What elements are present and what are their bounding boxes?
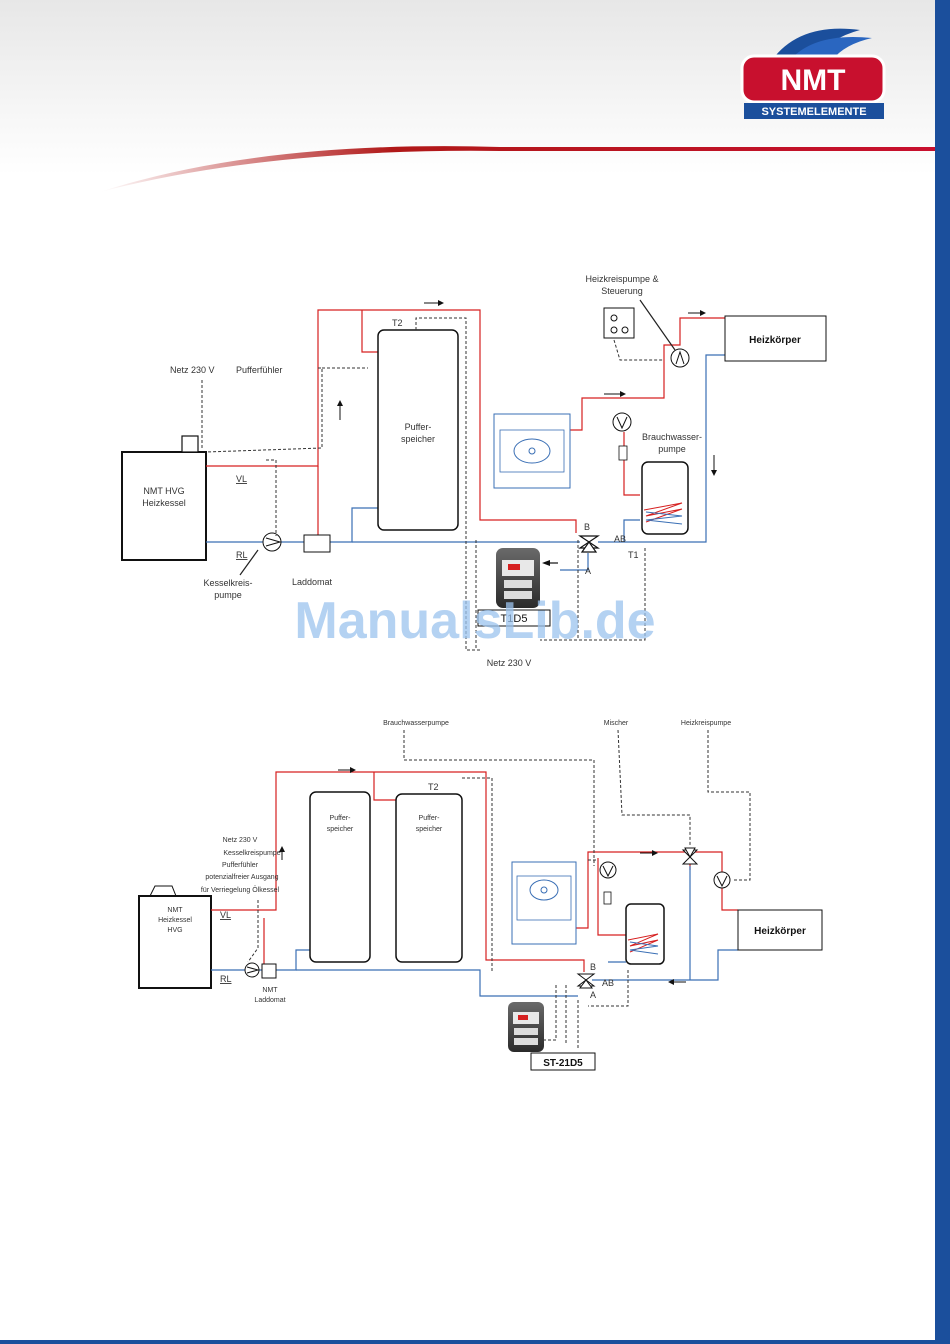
controller-1-box (477, 609, 551, 627)
t2-label-1: T2 (392, 318, 403, 328)
mischer-2-symbol (681, 847, 699, 865)
boiler-2-label-3: HVG (167, 927, 182, 934)
b-label-2: B (590, 962, 596, 972)
netz-block-line-5: für Verriegelung Ölkessel (201, 886, 280, 894)
heizkoerper-1-label: Heizkörper (749, 335, 801, 346)
pufferspeicher-2b-label-1: Puffer- (419, 815, 441, 822)
boiler-2-label-2: Heizkessel (158, 917, 192, 924)
vl-label-1: VL (236, 474, 247, 484)
t2-label-2: T2 (428, 782, 439, 792)
pufferspeicher-2b-label-2: speicher (416, 826, 443, 833)
brauchwasserpumpe-2-symbol (599, 861, 617, 879)
pufferspeicher-2a (309, 791, 371, 963)
mischer-1-symbol (578, 535, 600, 553)
controller-2-label: ST-21D5 (543, 1058, 583, 1069)
heizkreispumpe-steuerung-label-1: Heizkreispumpe & (585, 274, 658, 284)
boiler-2 (138, 895, 212, 989)
laddomat-2-label-1: NMT (262, 987, 278, 994)
kesselkreispumpe-1-label-2: pumpe (214, 590, 242, 600)
t1-label-1: T1 (628, 550, 639, 560)
kesselkreispumpe-1-label-1: Kesselkreis- (203, 578, 252, 588)
heizkoerper-2-label: Heizkörper (754, 926, 806, 937)
netz-block-line-2: Kesselkreispumpe (223, 850, 280, 857)
pufferspeicher-2b (395, 793, 463, 963)
header-swoosh (100, 146, 935, 192)
flow-arrows-1 (337, 300, 717, 476)
heizkreispumpe-2-symbol (713, 871, 731, 889)
right-sidebar-stripe (935, 0, 950, 1344)
heizkoerper-2 (737, 909, 823, 951)
pufferspeicher-2a-label-2: speicher (327, 826, 354, 833)
heizkoerper-1 (724, 315, 827, 362)
brauchwasserpumpe-1-symbol (612, 412, 632, 432)
bottom-stripe (0, 1340, 935, 1344)
rl-label-1: RL (236, 550, 248, 560)
brauchwasserpumpe-2-label: Brauchwasserpumpe (383, 720, 449, 727)
controller-1-label: T1D5 (501, 613, 528, 625)
logo-brand-text: NMT (781, 64, 846, 97)
heizkreispumpe-steuerung-label-2: Steuerung (601, 286, 643, 296)
heat-exchanger-1 (493, 413, 571, 489)
boiler-1-label-2: Heizkessel (142, 498, 186, 508)
pufferfuehler-label: Pufferfühler (236, 365, 282, 375)
mischer-2b-symbol (576, 973, 596, 989)
diagram-1: NMT HVG Heizkessel Puffer- speicher T2 L… (121, 274, 827, 668)
b-label-1: B (584, 522, 590, 532)
netz-230v-label-top: Netz 230 V (170, 365, 215, 375)
vl-label-2: VL (220, 910, 231, 920)
controller-2-box (530, 1052, 596, 1071)
ab-label-1: AB (614, 534, 626, 544)
controller-device-1 (496, 548, 540, 608)
netz-230v-label-bottom: Netz 230 V (487, 658, 532, 668)
brauchwasserpumpe-1-label-2: pumpe (658, 444, 686, 454)
rl-label-2: RL (220, 974, 232, 984)
netz-block-line-1: Netz 230 V (223, 837, 258, 844)
logo-sub-text: SYSTEMELEMENTE (761, 106, 866, 118)
watermark-text: ManualsLib.de (294, 592, 655, 650)
diagram-2: NMT Heizkessel HVG Puffer- speicher Puff… (138, 720, 823, 1071)
heizkreispumpe-1-symbol (670, 348, 690, 368)
brauchwasserspeicher-2 (625, 903, 665, 965)
pufferspeicher-1-label-2: speicher (401, 434, 435, 444)
controller-device-2 (508, 1002, 544, 1052)
boiler-2-label-1: NMT (167, 907, 183, 914)
boiler-1-label-1: NMT HVG (143, 486, 184, 496)
kesselkreispumpe-2-symbol (244, 962, 260, 978)
boiler-1 (121, 451, 207, 561)
brauchwasserpumpe-1-label-1: Brauchwasser- (642, 432, 702, 442)
pufferspeicher-2a-label-1: Puffer- (330, 815, 352, 822)
kesselkreispumpe-1-symbol (262, 532, 282, 552)
netz-block-line-4: potenzialfreier Ausgang (205, 874, 278, 881)
brauchwasserspeicher-1 (641, 461, 689, 535)
steuerung-box-1 (603, 307, 635, 339)
laddomat-2 (261, 963, 277, 979)
flow-arrows-2 (279, 767, 686, 985)
nmt-logo: NMT SYSTEMELEMENTE (740, 28, 886, 119)
a-label-2: A (590, 990, 596, 1000)
a-label-1: A (585, 566, 591, 576)
pufferspeicher-1-label-1: Puffer- (405, 422, 432, 432)
netz-block-line-3: Pufferfühler (222, 862, 259, 869)
heat-exchanger-2 (511, 861, 577, 945)
ab-label-2: AB (602, 978, 614, 988)
mischer-2-label: Mischer (604, 720, 629, 727)
laddomat-2-label-2: Laddomat (254, 997, 285, 1004)
laddomat-1-label: Laddomat (292, 577, 333, 587)
heizkreispumpe-2-label: Heizkreispumpe (681, 720, 731, 727)
laddomat-1 (303, 534, 331, 553)
pufferspeicher-1 (377, 329, 459, 531)
